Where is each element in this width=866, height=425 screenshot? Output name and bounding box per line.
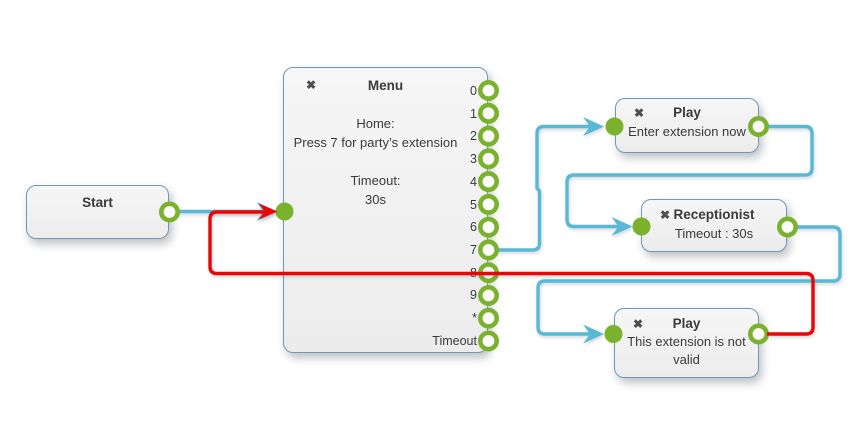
arrow-icon (611, 217, 633, 236)
wire-play-enter-to-receptionist[interactable] (565, 124, 814, 237)
port-label-6: 6 (470, 220, 477, 235)
wire-receptionist-to-play-invalid-line (536, 225, 842, 336)
node-receptionist-body: Timeout : 30s (674, 226, 754, 241)
port-label-timeout: Timeout (432, 333, 477, 348)
port-label-4: 4 (470, 174, 477, 189)
close-icon[interactable]: ✖ (306, 78, 317, 92)
port-label-9: 9 (470, 288, 477, 303)
menu-prompt-label: Press 7 for party’s extension (293, 135, 458, 150)
receptionist-input-port[interactable] (632, 217, 651, 236)
node-play-invalid-title: Play (672, 316, 701, 331)
node-play-enter-body: Enter extension now (628, 124, 746, 139)
close-icon[interactable]: ✖ (660, 208, 671, 222)
menu-output-port-2[interactable] (477, 125, 499, 147)
port-label-2: 2 (470, 129, 477, 144)
wire-menu7-to-play-enter-line (489, 124, 590, 252)
close-icon[interactable]: ✖ (633, 317, 644, 331)
play-enter-input-port[interactable] (605, 117, 624, 136)
node-play-invalid-body: This extension is not valid (627, 334, 746, 367)
play-enter-output-port[interactable] (747, 116, 769, 138)
node-receptionist[interactable]: ✖ Receptionist Timeout : 30s (641, 199, 787, 252)
port-label-0: 0 (470, 84, 477, 98)
arrow-icon (583, 324, 604, 344)
menu-output-port-0[interactable] (477, 80, 499, 102)
play-invalid-input-port[interactable] (604, 325, 623, 343)
menu-output-port-4[interactable] (477, 171, 499, 193)
node-menu-title: Menu (367, 78, 404, 93)
menu-output-port-star[interactable] (477, 307, 499, 329)
arrow-icon (258, 203, 278, 220)
menu-output-port-7[interactable] (477, 239, 499, 261)
wire-receptionist-to-play-invalid[interactable] (536, 225, 842, 344)
arrow-icon (583, 117, 604, 136)
node-play-enter-title: Play (673, 105, 701, 120)
start-output-port[interactable] (159, 201, 181, 223)
menu-greeting-label: Home: (356, 116, 395, 131)
menu-output-port-6[interactable] (477, 216, 499, 238)
ports-layer (159, 80, 798, 352)
node-start-title: Start (82, 195, 113, 210)
node-start[interactable]: Start (26, 185, 169, 239)
node-menu[interactable]: ✖ Menu Home: Press 7 for party’s extensi… (283, 67, 488, 353)
port-label-1: 1 (470, 106, 477, 121)
port-label-3: 3 (470, 152, 477, 167)
port-label-star: * (472, 311, 477, 326)
node-receptionist-title: Receptionist (673, 207, 755, 222)
wire-play-enter-to-receptionist-line (565, 124, 814, 229)
receptionist-output-port[interactable] (776, 216, 798, 238)
wire-play-invalid-to-menu[interactable] (208, 203, 815, 336)
node-play-enter-extension[interactable]: ✖ Play Enter extension now (615, 98, 759, 153)
menu-output-port-1[interactable] (477, 102, 499, 124)
menu-output-port-9[interactable] (477, 284, 499, 306)
menu-output-port-3[interactable] (477, 148, 499, 170)
menu-input-port[interactable] (275, 202, 294, 221)
node-menu-body: Home: Press 7 for party’s extension Time… (284, 114, 467, 209)
menu-timeout-label: Timeout: (350, 173, 401, 188)
port-label-5: 5 (470, 197, 477, 212)
node-play-invalid-extension[interactable]: ✖ Play This extension is not valid (614, 308, 759, 378)
wire-play-invalid-to-menu-line (208, 210, 815, 336)
port-label-7: 7 (470, 243, 477, 258)
menu-timeout-value: 30s (365, 192, 386, 207)
play-invalid-output-port[interactable] (747, 323, 769, 345)
wire-menu7-to-play-enter[interactable] (489, 117, 605, 252)
close-icon[interactable]: ✖ (634, 106, 645, 120)
menu-output-port-timeout[interactable] (477, 330, 499, 352)
menu-output-port-5[interactable] (477, 193, 499, 215)
